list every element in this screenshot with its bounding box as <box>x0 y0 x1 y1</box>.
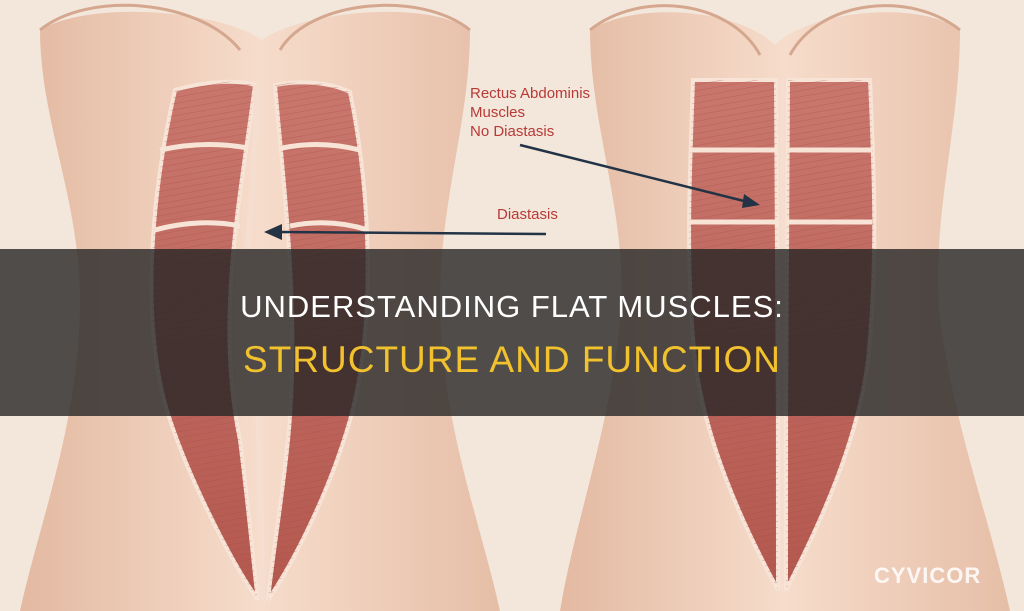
label-rectus-line2: Muscles <box>470 104 526 121</box>
label-rectus-abdominis: Rectus Abdominis Muscles No Diastasis <box>470 84 630 141</box>
page-title-line2: STRUCTURE AND FUNCTION <box>243 339 781 380</box>
label-diastasis: Diastasis <box>497 206 558 223</box>
page-title-line1: UNDERSTANDING FLAT MUSCLES: <box>240 289 784 324</box>
label-rectus-line1: Rectus Abdominis <box>470 85 591 102</box>
title-banner <box>0 249 1024 416</box>
arrow-diastasis <box>264 224 547 240</box>
arrow-rectus <box>519 143 760 208</box>
watermark-logo: CYVICOR <box>874 563 982 588</box>
label-rectus-line3: No Diastasis <box>470 123 555 140</box>
